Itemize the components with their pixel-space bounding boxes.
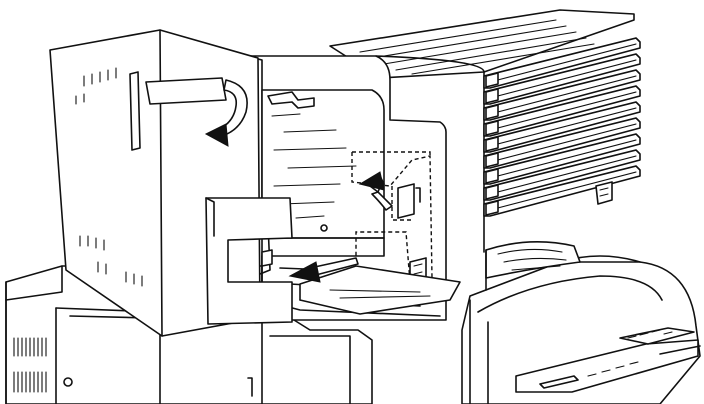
jam-lever — [397, 183, 415, 219]
paper-output-tray — [485, 241, 581, 291]
tray-bracket — [595, 181, 613, 205]
pull-out-arrow — [288, 257, 359, 283]
mailbox-tray — [483, 85, 641, 137]
mailbox-tray — [483, 101, 641, 153]
mailbox-tray — [483, 37, 641, 89]
printer-body — [461, 255, 701, 404]
mailbox-tray — [483, 149, 641, 201]
cover-slot — [129, 71, 141, 151]
mailbox-tray — [483, 53, 641, 105]
cover-latch — [145, 77, 227, 105]
control-panel — [515, 327, 701, 393]
multi-bin-mailbox-unit — [245, 9, 635, 321]
vent-slots — [13, 337, 47, 393]
mailbox-tray — [483, 133, 641, 185]
base-screw — [63, 377, 73, 387]
cover-open-arrow — [204, 79, 248, 147]
jammed-paper — [299, 265, 461, 315]
mailbox-tray — [483, 117, 641, 169]
cover-handle — [205, 197, 293, 325]
mailbox-tray — [483, 69, 641, 121]
mailbox-tray — [483, 165, 641, 217]
mailbox-trays — [483, 37, 641, 217]
lift-arrow — [358, 171, 393, 211]
